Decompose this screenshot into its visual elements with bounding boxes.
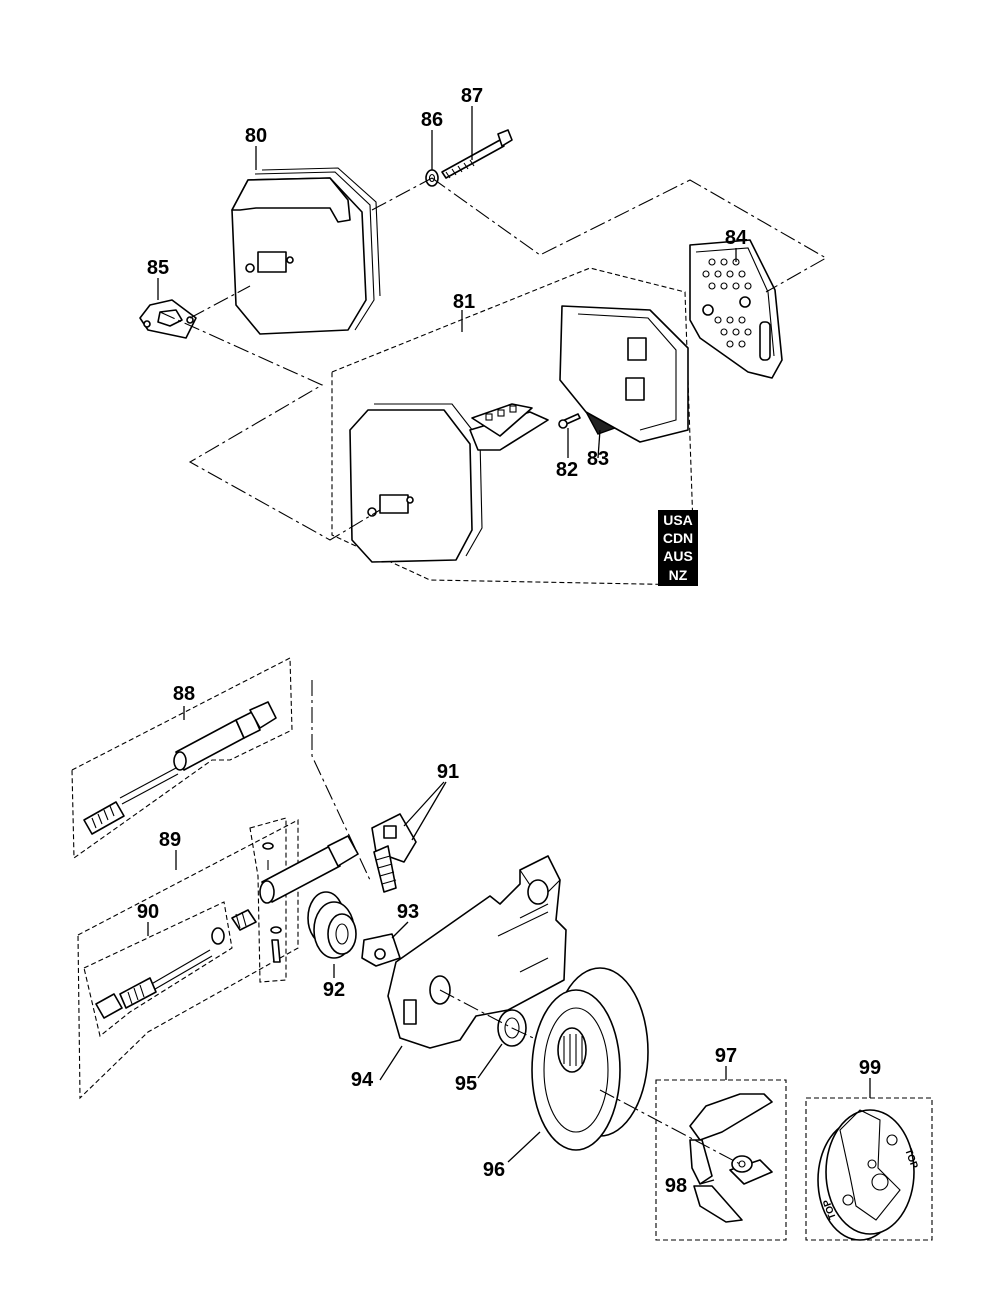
callout-82: 82 — [556, 459, 578, 481]
callout-83: 83 — [587, 448, 609, 470]
assembly-89-boundary — [77, 819, 299, 1100]
callout-98: 98 — [665, 1175, 687, 1197]
callout-85: 85 — [147, 257, 169, 279]
assembly-88-boundary — [71, 657, 293, 860]
leader-91 — [403, 781, 447, 841]
part-80-muffler — [231, 167, 381, 335]
callout-80: 80 — [245, 125, 267, 147]
assembly-90-boundary — [83, 901, 233, 1037]
alignment-line-gasket — [159, 285, 381, 541]
alignment-line-bolt — [371, 177, 828, 293]
callout-93: 93 — [397, 901, 419, 923]
callout-99: 99 — [859, 1057, 881, 1079]
callout-87: 87 — [461, 85, 483, 107]
callout-88: 88 — [173, 683, 195, 705]
callout-92: 92 — [323, 979, 345, 1001]
leader-95 — [477, 1043, 503, 1079]
part-90-adjuster — [95, 949, 213, 1019]
callout-94: 94 — [351, 1069, 374, 1091]
region-tag-nz: NZ — [669, 567, 688, 583]
callout-96: 96 — [483, 1159, 505, 1181]
assembly-89-sub-boundary — [249, 817, 287, 983]
part-81-muffler-small — [349, 403, 483, 563]
part-88-pump-assembly — [83, 701, 277, 835]
assembly-81-boundary — [331, 267, 696, 586]
callout-89: 89 — [159, 829, 181, 851]
part-87-bolt — [441, 129, 513, 179]
callout-91: 91 — [437, 761, 459, 783]
region-tag: USA CDN AUS NZ — [658, 510, 698, 586]
callout-86: 86 — [421, 109, 443, 131]
part-94-cover-plate — [387, 855, 567, 1049]
region-tag-cdn: CDN — [663, 530, 693, 546]
part-96-clutch-drum — [531, 967, 649, 1151]
part-81-housing — [559, 305, 689, 443]
part-81-bracket — [469, 403, 549, 451]
region-tag-usa: USA — [663, 512, 693, 528]
assembly-99-boundary — [805, 1097, 933, 1241]
upper-leader-lines — [157, 106, 737, 459]
part-99-clutch: TOP TOP — [817, 1109, 920, 1241]
part-84-shield-plate — [689, 239, 783, 379]
callout-97: 97 — [715, 1045, 737, 1067]
region-tag-aus: AUS — [663, 548, 693, 564]
leader-96 — [507, 1131, 541, 1163]
leader-94 — [379, 1045, 403, 1081]
part-92-worm-gear — [307, 891, 357, 959]
part-82-screw — [558, 413, 581, 429]
callout-81: 81 — [453, 291, 475, 313]
callout-90: 90 — [137, 901, 159, 923]
assembly-97-boundary — [655, 1079, 787, 1241]
part-98-clutch-shoe — [689, 1093, 773, 1223]
leader-98 — [699, 1179, 715, 1185]
part-91-block-and-spring — [371, 813, 417, 893]
callout-84: 84 — [725, 227, 748, 249]
shield-perforations — [702, 258, 752, 348]
callout-95: 95 — [455, 1073, 477, 1095]
part-85-gasket — [139, 299, 197, 339]
part-93-adapter — [361, 933, 401, 967]
alignment-line-91 — [311, 680, 371, 881]
leader-93 — [391, 921, 409, 939]
